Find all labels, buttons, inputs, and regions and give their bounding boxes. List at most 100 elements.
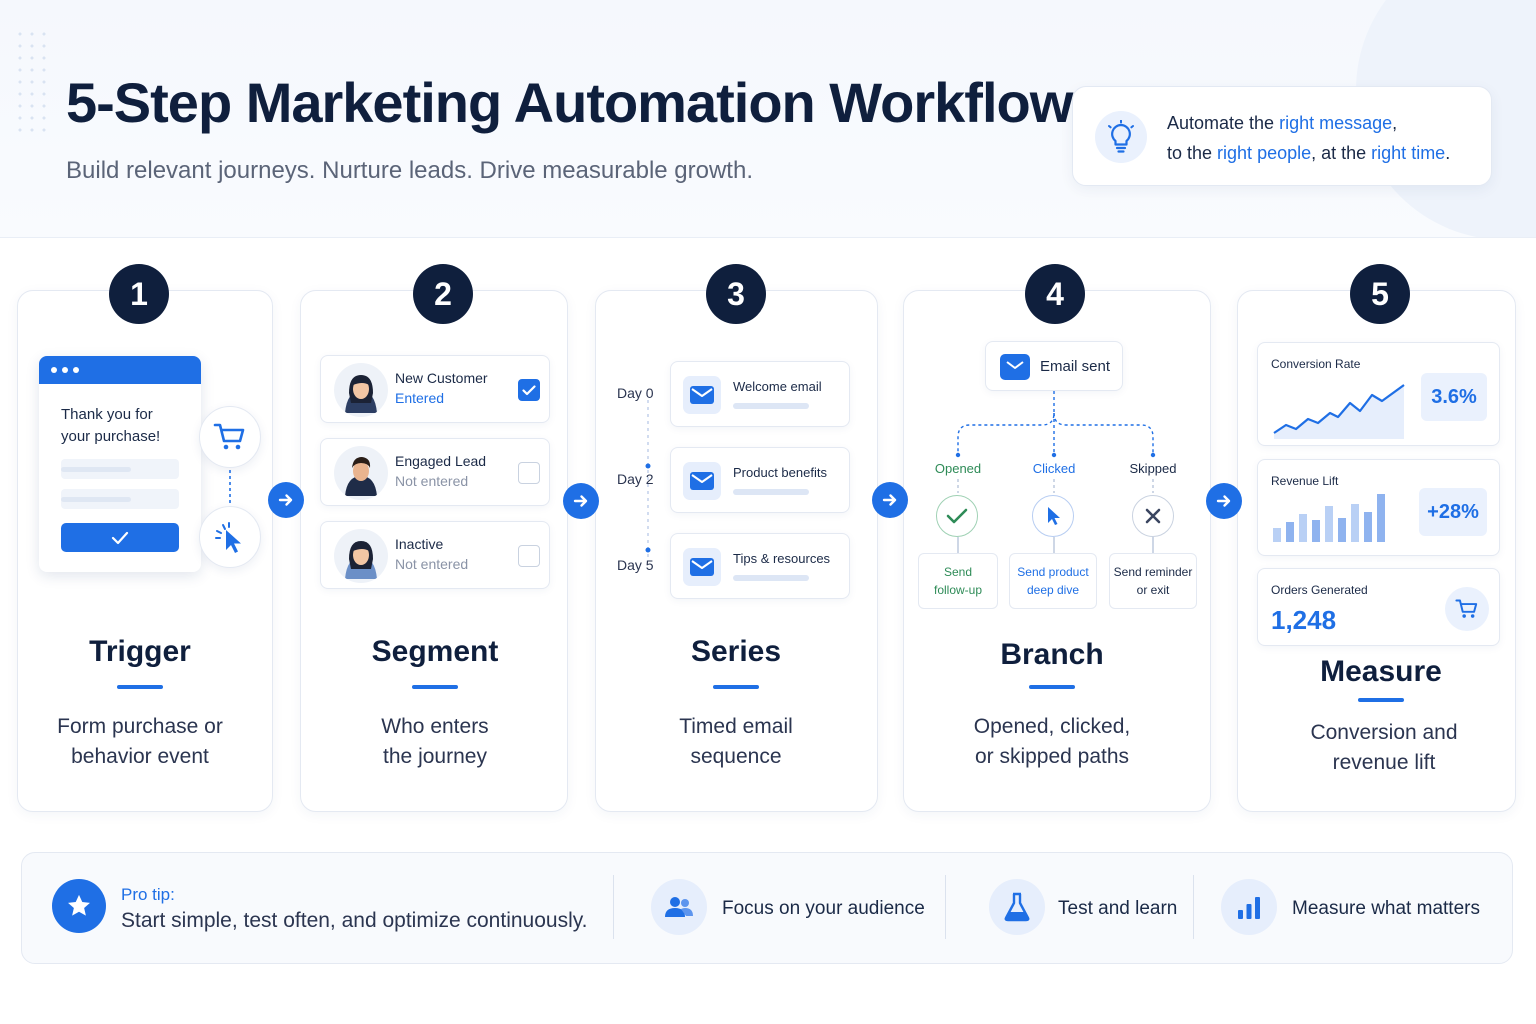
envelope-icon: [683, 548, 721, 586]
checkmark-icon: [111, 531, 129, 544]
window-titlebar: [39, 356, 201, 384]
timeline-day: Day 2: [617, 471, 654, 487]
branch-label-opened: Opened: [934, 461, 982, 476]
flask-icon: [989, 879, 1045, 935]
step-title: Segment: [371, 635, 499, 668]
avatar: [334, 446, 388, 500]
cursor-click-icon: [199, 506, 261, 568]
callout-box: Automate the right message, to the right…: [1072, 86, 1492, 186]
step-title: Branch: [1000, 638, 1104, 671]
metric-value: +28%: [1419, 488, 1487, 536]
segment-row-inactive[interactable]: Inactive Not entered: [320, 521, 550, 589]
title-underline: [117, 685, 163, 689]
cart-icon: [1445, 587, 1489, 631]
lightbulb-icon: [1095, 111, 1147, 163]
tip-item-label: Measure what matters: [1292, 898, 1480, 919]
close-icon: [1132, 495, 1174, 537]
page-title: 5-Step Marketing Automation Workflow: [66, 71, 1073, 134]
step-number-badge: 4: [1025, 264, 1085, 324]
metric-label: Conversion Rate: [1271, 357, 1361, 371]
cart-icon: [199, 406, 261, 468]
avatar: [334, 529, 388, 583]
segment-row-engaged-lead[interactable]: Engaged Lead Not entered: [320, 438, 550, 506]
decorative-dots: [14, 28, 54, 138]
root-label: Email sent: [1040, 358, 1111, 375]
email-item[interactable]: Product benefits: [670, 447, 850, 513]
title-underline: [713, 685, 759, 689]
divider: [945, 875, 946, 939]
placeholder-line: [733, 575, 809, 581]
metric-label: Orders Generated: [1271, 583, 1368, 597]
tips-strip: Pro tip: Start simple, test often, and o…: [21, 852, 1513, 964]
envelope-icon: [683, 376, 721, 414]
timeline-day: Day 0: [617, 385, 654, 401]
step-number-badge: 5: [1350, 264, 1410, 324]
metric-label: Revenue Lift: [1271, 474, 1339, 488]
form-field: [61, 459, 179, 479]
email-item[interactable]: Tips & resources: [670, 533, 850, 599]
users-icon: [651, 879, 707, 935]
metric-conversion-rate: Conversion Rate 3.6%: [1257, 342, 1500, 446]
segment-row-new-customer[interactable]: New Customer Entered: [320, 355, 550, 423]
branch-label-clicked: Clicked: [1032, 461, 1076, 476]
avatar: [334, 363, 388, 417]
segment-checkbox[interactable]: [518, 379, 540, 401]
callout-line-2: to the right people, at the right time.: [1167, 143, 1451, 163]
check-icon: [936, 495, 978, 537]
next-step-arrow-icon: [1206, 483, 1242, 519]
branch-connectors: [955, 391, 1156, 553]
envelope-icon: [1000, 354, 1030, 380]
tip-item-label: Test and learn: [1058, 898, 1178, 919]
step-title: Trigger: [89, 635, 191, 668]
metric-value: 1,248: [1271, 605, 1337, 635]
segment-name: New Customer: [395, 370, 488, 386]
email-label: Product benefits: [733, 465, 827, 480]
next-step-arrow-icon: [872, 482, 908, 518]
segment-status: Not entered: [395, 556, 469, 572]
step-number-badge: 1: [109, 264, 169, 324]
bar-chart-icon: [1221, 879, 1277, 935]
segment-name: Inactive: [395, 536, 444, 552]
pro-tip-label: Pro tip:: [121, 885, 175, 904]
title-underline: [1358, 698, 1404, 702]
step-number-badge: 3: [706, 264, 766, 324]
email-label: Tips & resources: [733, 551, 831, 566]
step-description: Opened, clicked,or skipped paths: [973, 715, 1131, 768]
segment-checkbox[interactable]: [518, 462, 540, 484]
email-label: Welcome email: [733, 379, 822, 394]
title-underline: [412, 685, 458, 689]
email-item[interactable]: Welcome email: [670, 361, 850, 427]
pro-tip-text: Start simple, test often, and optimize c…: [121, 909, 588, 932]
submit-button[interactable]: [61, 523, 179, 552]
star-icon: [52, 879, 106, 933]
page-subtitle: Build relevant journeys. Nurture leads. …: [66, 157, 753, 184]
next-step-arrow-icon: [268, 482, 304, 518]
envelope-icon: [683, 462, 721, 500]
metric-value: 3.6%: [1421, 373, 1487, 421]
step-number-badge: 2: [413, 264, 473, 324]
metric-revenue-lift: Revenue Lift +28%: [1257, 459, 1500, 556]
branch-label-skipped: Skipped: [1129, 461, 1177, 476]
timeline-day: Day 5: [617, 557, 654, 573]
pointer-icon: [1032, 495, 1074, 537]
divider: [1193, 875, 1194, 939]
email-sent-node: Email sent: [985, 341, 1123, 391]
metric-orders-generated: Orders Generated 1,248: [1257, 568, 1500, 646]
segment-status: Entered: [395, 390, 445, 406]
step-title: Measure: [1320, 655, 1442, 688]
line-trend-icon: [1273, 384, 1405, 439]
bar-chart-icon: [1273, 494, 1385, 542]
header-section: 5-Step Marketing Automation Workflow Bui…: [0, 0, 1536, 238]
step-title: Series: [690, 635, 782, 668]
segment-checkbox[interactable]: [518, 545, 540, 567]
divider: [613, 875, 614, 939]
